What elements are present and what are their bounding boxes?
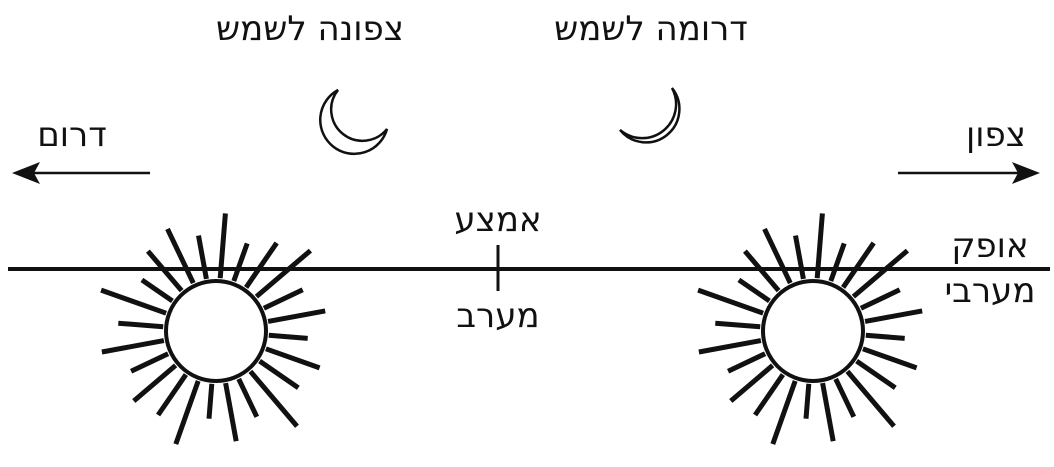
sun-ray xyxy=(176,381,198,444)
crescent-moon-icon xyxy=(620,88,679,142)
horizon-top-label: אופק xyxy=(951,226,1028,266)
sun-ray xyxy=(199,236,207,279)
sun-ray xyxy=(226,383,237,441)
sun-ray xyxy=(796,236,804,279)
arrow-right-icon xyxy=(898,162,1040,184)
sun-ray xyxy=(234,243,247,281)
sun-ray xyxy=(863,349,917,368)
direction-right-label: צפון xyxy=(966,115,1026,155)
center-top-label: אמצע xyxy=(454,200,541,240)
direction-left-label: דרום xyxy=(37,115,107,155)
sun-ray xyxy=(158,375,186,415)
sun-ray xyxy=(239,379,257,417)
sun-ray xyxy=(836,379,854,417)
moon-right-label: דרומה לשמש xyxy=(554,9,748,49)
sun-icon xyxy=(698,213,922,444)
sun-ray xyxy=(102,341,164,352)
center-bottom-label: מערב xyxy=(456,296,539,336)
sun-ray xyxy=(861,290,900,309)
arrow-left-icon xyxy=(12,162,150,184)
sun-disc xyxy=(166,281,266,381)
sun-ray xyxy=(142,280,173,301)
sun-ray xyxy=(865,311,922,322)
sun-ray xyxy=(131,354,168,372)
sun-ray xyxy=(866,335,905,338)
sun-ray xyxy=(101,290,166,313)
sun-ray xyxy=(823,383,834,441)
sun-icon xyxy=(101,213,325,444)
sun-ray xyxy=(857,361,896,388)
sun-ray xyxy=(773,381,795,444)
horizon-bottom-label: מערבי xyxy=(945,271,1036,311)
sun-ray xyxy=(699,341,761,352)
sun-ray xyxy=(264,290,303,309)
sun-ray xyxy=(268,311,325,322)
sun-ray xyxy=(260,361,299,388)
sun-ray xyxy=(266,349,320,368)
moon-left-label: צפונה לשמש xyxy=(216,9,404,49)
sun-ray xyxy=(118,323,163,327)
crescent-moon-icon xyxy=(320,90,387,154)
sun-ray xyxy=(831,243,844,281)
sun-ray xyxy=(728,354,765,372)
sun-ray xyxy=(715,323,760,327)
sun-ray xyxy=(698,290,763,313)
sun-ray xyxy=(755,375,783,415)
sun-ray xyxy=(269,335,308,338)
sun-ray xyxy=(209,384,212,419)
sun-ray xyxy=(806,384,809,419)
sun-disc xyxy=(763,281,863,381)
sun-ray xyxy=(739,280,770,301)
